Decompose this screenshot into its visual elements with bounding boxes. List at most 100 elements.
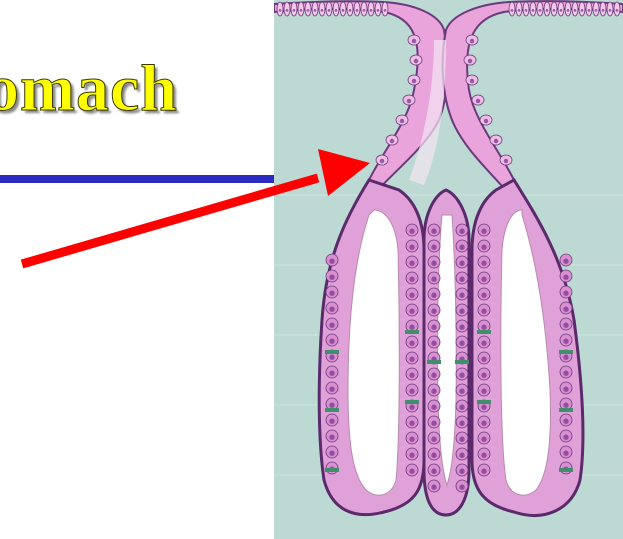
cell-nucleus [414,59,419,64]
epithelial-cell [572,2,578,16]
cell-nucleus [481,293,486,298]
cell-nucleus [481,421,486,426]
cell-nucleus [328,9,331,12]
cell-nucleus [563,355,568,360]
cell-nucleus [563,387,568,392]
cell-nucleus [356,9,359,12]
cell-nucleus [342,9,345,12]
cell-nucleus [567,9,570,12]
cell-nucleus [409,261,414,266]
cell-nucleus [481,277,486,282]
epithelial-cell [340,2,346,16]
cell-nucleus [518,9,521,12]
cell-nucleus [329,419,334,424]
cell-nucleus [431,245,436,250]
epithelial-cell [614,2,620,16]
cell-nucleus [329,259,334,264]
chief-cell-band [325,468,339,472]
cell-nucleus [409,357,414,362]
chief-cell-band [455,360,469,364]
cell-nucleus [484,119,489,124]
chief-cell-band [325,408,339,412]
cell-nucleus [588,9,591,12]
cell-nucleus [409,309,414,314]
cell-nucleus [511,9,514,12]
cell-nucleus [563,435,568,440]
cell-nucleus [574,9,577,12]
cell-nucleus [370,9,373,12]
cell-nucleus [459,341,464,346]
slide-title: omach [0,56,178,122]
epithelial-cell [586,2,592,16]
cell-nucleus [476,99,481,104]
epithelial-cell [593,2,599,16]
cell-nucleus [602,9,605,12]
cell-nucleus [409,229,414,234]
cell-nucleus [300,9,303,12]
cell-nucleus [532,9,535,12]
cell-nucleus [563,323,568,328]
cell-nucleus [431,277,436,282]
cell-nucleus [384,9,387,12]
cell-nucleus [431,437,436,442]
cell-nucleus [314,9,317,12]
cell-nucleus [481,437,486,442]
cell-nucleus [459,245,464,250]
cell-nucleus [481,453,486,458]
cell-nucleus [431,405,436,410]
cell-nucleus [459,277,464,282]
epithelial-cell [600,2,606,16]
epithelial-cell [551,2,557,16]
epithelial-cell [544,2,550,16]
cell-nucleus [431,421,436,426]
cell-nucleus [595,9,598,12]
cell-nucleus [409,325,414,330]
cell-nucleus [459,373,464,378]
cell-nucleus [481,245,486,250]
cell-nucleus [349,9,352,12]
cell-nucleus [329,403,334,408]
cell-nucleus [470,39,475,44]
cell-nucleus [546,9,549,12]
cell-nucleus [609,9,612,12]
cell-nucleus [431,485,436,490]
cell-nucleus [563,339,568,344]
cell-nucleus [409,405,414,410]
cell-nucleus [563,403,568,408]
cell-nucleus [459,389,464,394]
cell-nucleus [407,99,412,104]
epithelial-cell [607,2,613,16]
gastric-gland-figure [274,0,623,539]
epithelial-cell [291,2,297,16]
cell-nucleus [329,275,334,280]
chief-cell-band [559,468,573,472]
epithelial-cell [537,2,543,16]
cell-nucleus [409,437,414,442]
cell-nucleus [481,357,486,362]
epithelial-cell [277,2,283,16]
cell-nucleus [329,323,334,328]
cell-nucleus [329,387,334,392]
cell-nucleus [481,469,486,474]
cell-nucleus [459,485,464,490]
cell-nucleus [329,355,334,360]
cell-nucleus [431,229,436,234]
cell-nucleus [409,245,414,250]
cell-nucleus [481,389,486,394]
cell-nucleus [335,9,338,12]
epithelial-cell [558,2,564,16]
cell-nucleus [459,421,464,426]
cell-nucleus [481,405,486,410]
cell-nucleus [431,293,436,298]
cell-nucleus [409,373,414,378]
cell-nucleus [504,159,509,164]
chief-cell-band [427,360,441,364]
cell-nucleus [553,9,556,12]
cell-nucleus [431,389,436,394]
cell-nucleus [525,9,528,12]
cell-nucleus [459,325,464,330]
cell-nucleus [539,9,542,12]
cell-nucleus [563,291,568,296]
epithelial-cell [382,2,388,16]
epithelial-cell [368,2,374,16]
